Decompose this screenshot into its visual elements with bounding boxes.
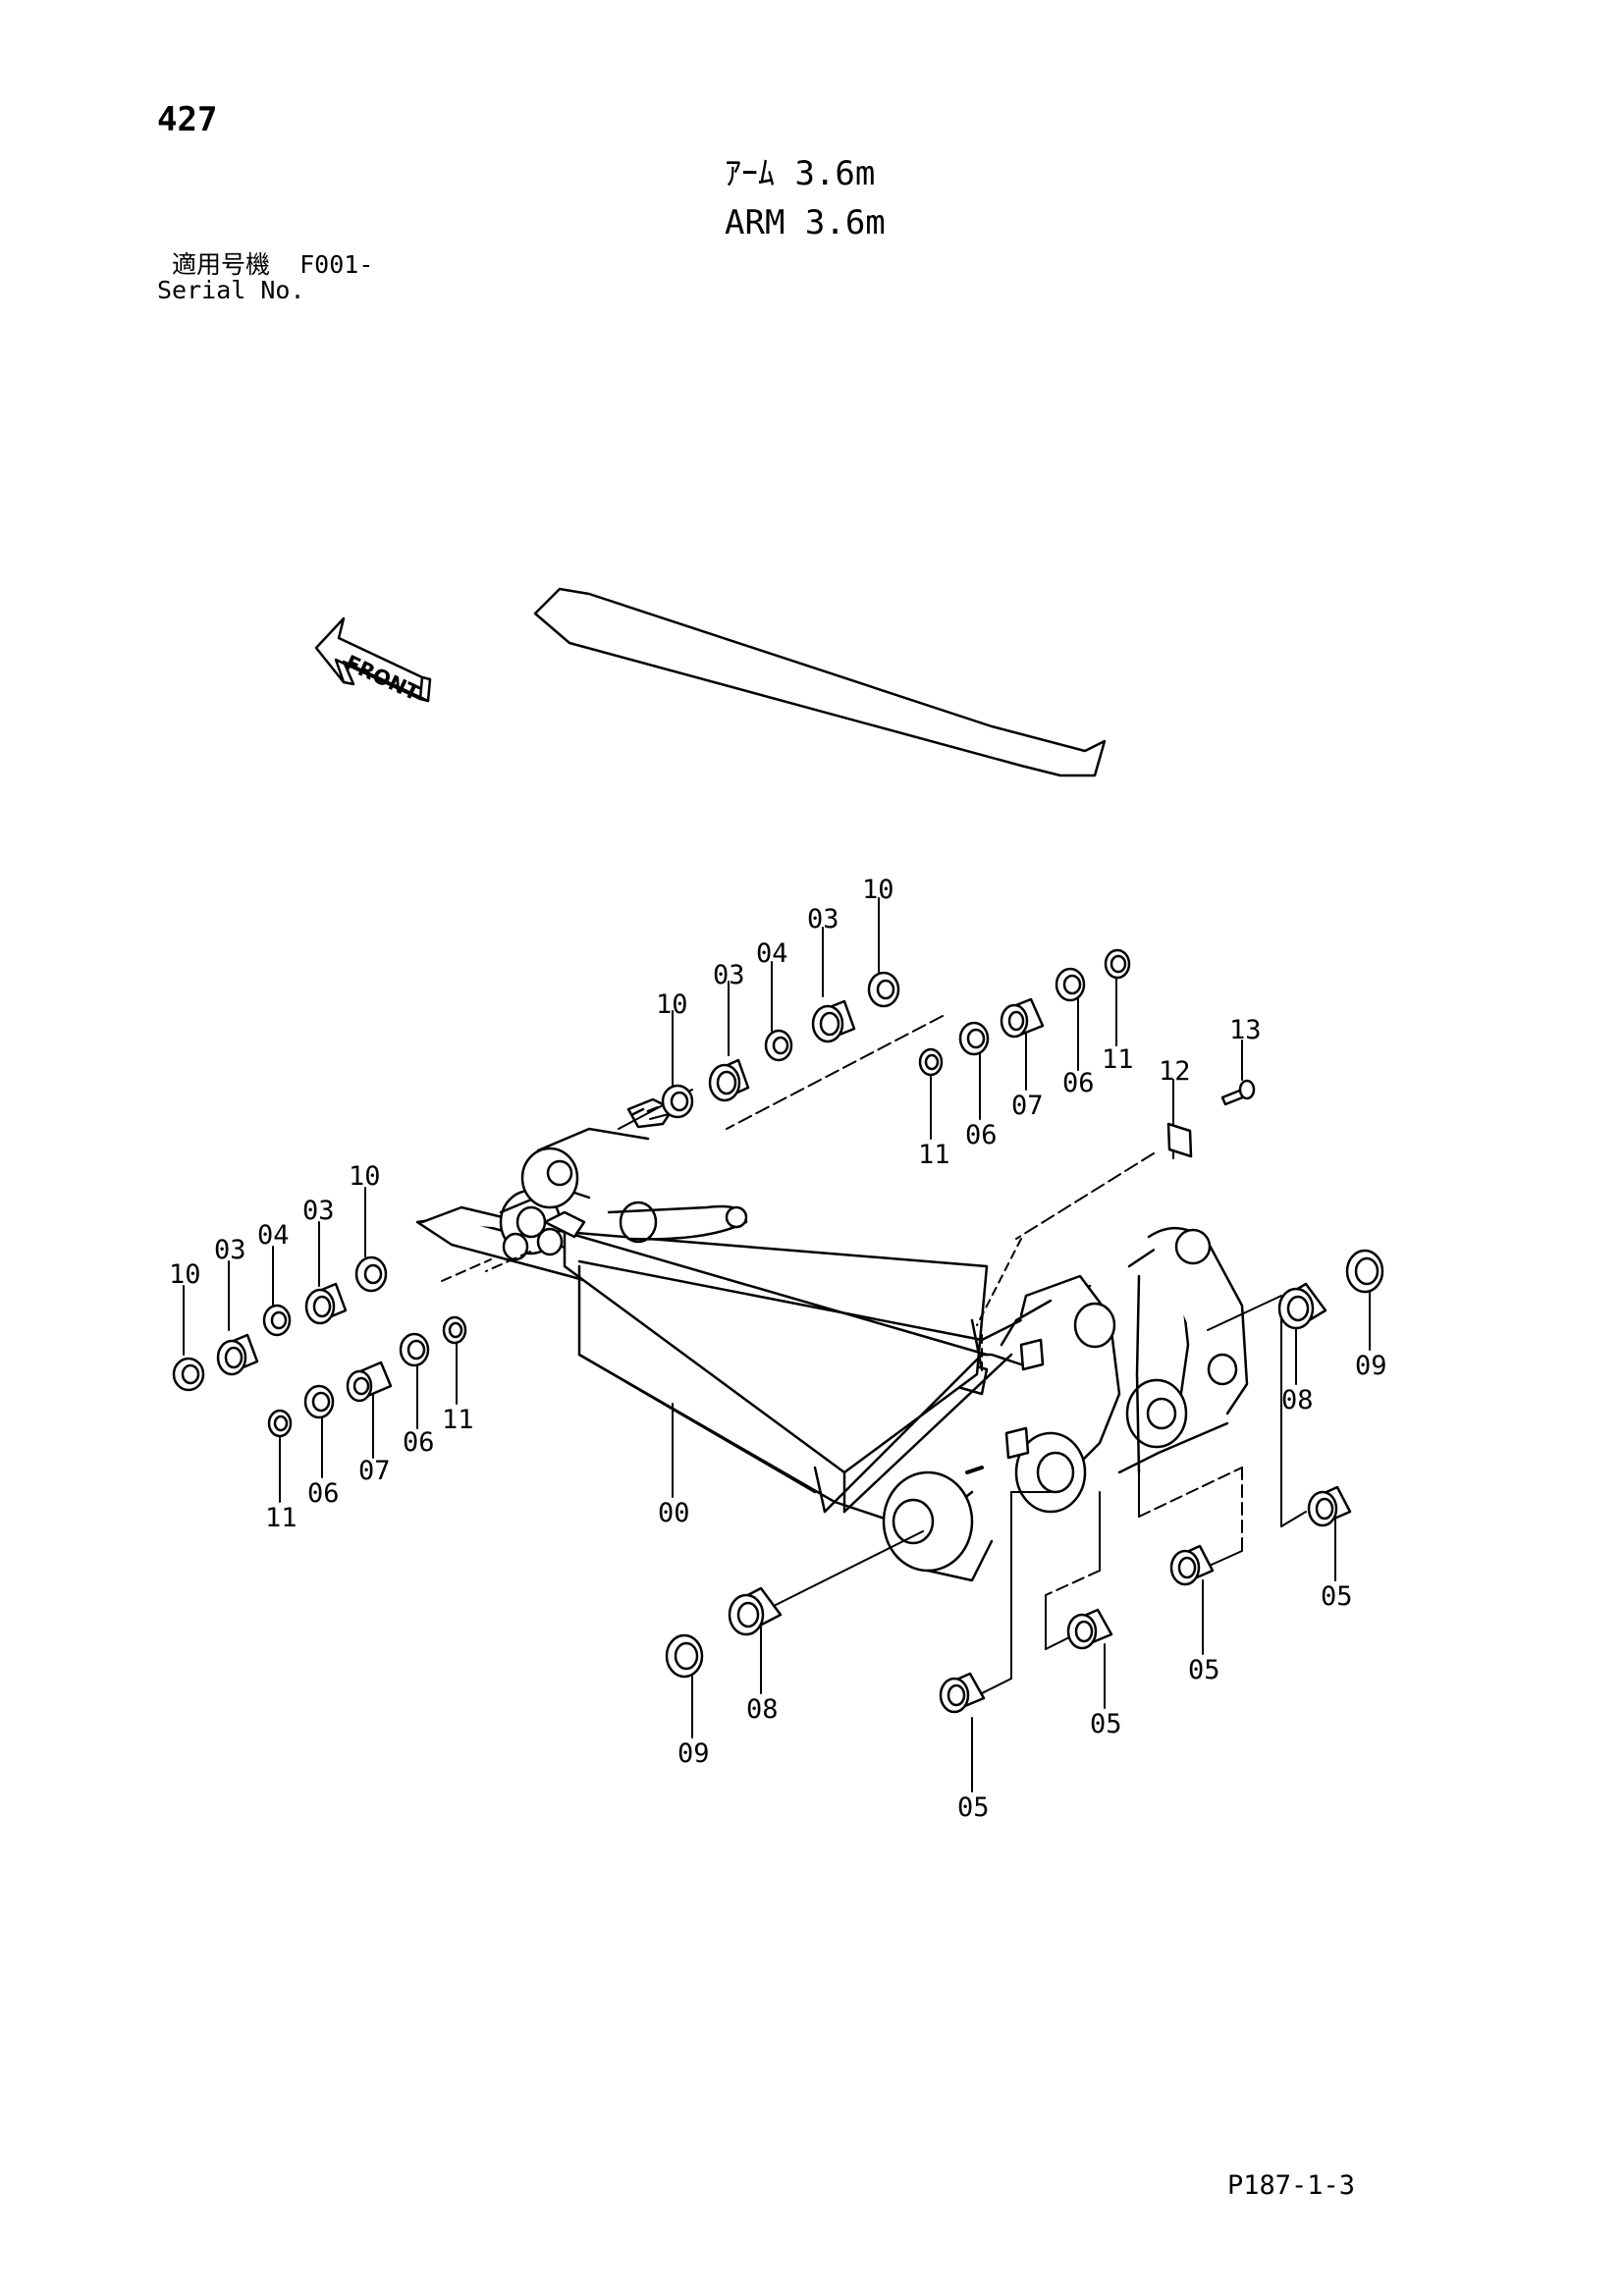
callout-12: 12 bbox=[1159, 1056, 1191, 1087]
callout-11-left: 11 bbox=[265, 1503, 298, 1533]
ring-09-bottom bbox=[665, 1633, 704, 1679]
callout-03-left-a: 03 bbox=[302, 1196, 335, 1226]
callout-08-bottom: 08 bbox=[746, 1694, 779, 1725]
ring-06-top-b bbox=[1055, 967, 1086, 1002]
callout-06-top: 06 bbox=[965, 1120, 998, 1150]
page-number: 427 bbox=[157, 100, 218, 139]
callout-08-right: 08 bbox=[1281, 1385, 1314, 1415]
callout-11-left-b: 11 bbox=[442, 1405, 474, 1435]
bolt-13 bbox=[1220, 1079, 1256, 1106]
callout-09-bottom: 09 bbox=[677, 1738, 710, 1769]
serial-label-japanese: 適用号機 F001- bbox=[172, 252, 373, 277]
callout-09-right: 09 bbox=[1355, 1351, 1387, 1381]
bushing-03-left-b bbox=[216, 1333, 259, 1376]
parts bbox=[172, 948, 1384, 1714]
bushing-05-b3 bbox=[939, 1672, 986, 1714]
callout-07-top: 07 bbox=[1011, 1091, 1044, 1121]
arm-body bbox=[415, 587, 1249, 1582]
ring-11-left bbox=[267, 1409, 293, 1438]
drawing-code: P187-1-3 bbox=[1227, 2170, 1356, 2201]
bushing-08-bottom bbox=[728, 1586, 783, 1636]
callout-03-top-a: 03 bbox=[807, 904, 839, 934]
callout-06-top-b: 06 bbox=[1062, 1068, 1095, 1098]
ring-10-top bbox=[661, 1084, 694, 1119]
callout-leaders bbox=[183, 897, 1371, 1792]
callout-11-top-b: 11 bbox=[1102, 1044, 1134, 1075]
callout-13: 13 bbox=[1229, 1015, 1262, 1045]
front-arrow-icon: FRONT bbox=[314, 616, 432, 706]
title-english: ARM 3.6m bbox=[725, 203, 886, 242]
callout-03-top-b: 03 bbox=[713, 960, 745, 990]
bushing-03-left-a bbox=[304, 1282, 348, 1325]
ring-11-top bbox=[918, 1047, 944, 1077]
ring-10-left bbox=[172, 1357, 205, 1392]
plate-12 bbox=[1166, 1122, 1193, 1158]
ring-10-left-b bbox=[354, 1255, 388, 1293]
ring-10-top-b bbox=[867, 971, 900, 1008]
callout-11-top: 11 bbox=[918, 1140, 950, 1170]
serial-value: F001- bbox=[299, 250, 374, 279]
callout-06-left-b: 06 bbox=[403, 1427, 435, 1458]
bushing-05-b2 bbox=[1066, 1608, 1113, 1650]
callout-05-b2: 05 bbox=[1090, 1709, 1122, 1739]
ring-11-left-b bbox=[442, 1315, 467, 1345]
bushing-08-right bbox=[1277, 1282, 1327, 1330]
callout-06-left: 06 bbox=[307, 1478, 340, 1509]
callout-04-left: 04 bbox=[257, 1220, 290, 1251]
callout-labels: 10 03 04 03 10 11 06 07 06 11 13 12 10 0… bbox=[169, 875, 1387, 1823]
ring-06-top bbox=[958, 1021, 990, 1056]
serial-label-english: Serial No. bbox=[157, 276, 305, 304]
callout-10-left-b: 10 bbox=[349, 1161, 381, 1192]
bushing-05-right bbox=[1307, 1485, 1352, 1527]
bushing-05-b1 bbox=[1169, 1544, 1215, 1586]
callout-07-left: 07 bbox=[358, 1456, 391, 1486]
ring-09-right bbox=[1345, 1249, 1384, 1294]
callout-10-left: 10 bbox=[169, 1259, 201, 1290]
bushing-07-left bbox=[346, 1361, 393, 1403]
ring-06-left-b bbox=[399, 1332, 430, 1367]
serial-label-jp-text: 適用号機 bbox=[172, 250, 271, 279]
title-japanese: ｱｰﾑ 3.6m bbox=[725, 154, 876, 193]
ring-04-top bbox=[764, 1029, 793, 1062]
bushing-03-top-a bbox=[811, 999, 856, 1043]
ring-11-top-b bbox=[1104, 948, 1131, 980]
callout-10-top: 10 bbox=[656, 989, 688, 1020]
callout-03-left-b: 03 bbox=[214, 1235, 246, 1265]
callout-05-right: 05 bbox=[1321, 1581, 1353, 1612]
bushing-03-top-b bbox=[708, 1058, 750, 1102]
bushing-07-top bbox=[1000, 997, 1045, 1039]
callout-10-top-b: 10 bbox=[862, 875, 894, 905]
ring-06-left bbox=[303, 1384, 335, 1419]
callout-05-b3: 05 bbox=[957, 1792, 990, 1823]
callout-04-top: 04 bbox=[756, 938, 788, 969]
ring-04-left bbox=[262, 1304, 292, 1337]
callout-05-b1: 05 bbox=[1188, 1655, 1220, 1685]
callout-00: 00 bbox=[658, 1498, 690, 1528]
